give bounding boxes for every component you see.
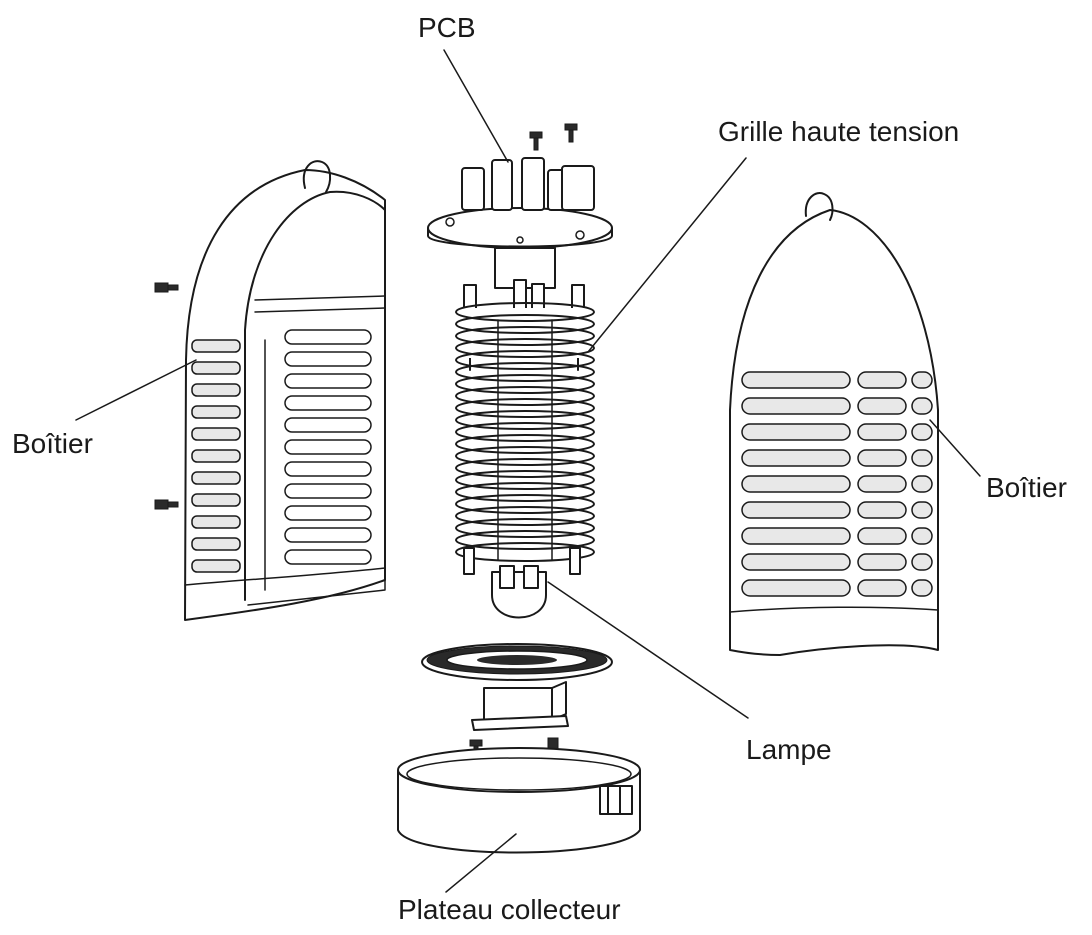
leader-plateau xyxy=(445,833,517,893)
leader-lines xyxy=(75,49,981,893)
lamp xyxy=(491,565,547,619)
label-boitier-left: Boîtier xyxy=(12,428,93,459)
label-grille: Grille haute tension xyxy=(718,116,960,147)
left-housing xyxy=(154,160,386,621)
base-disc xyxy=(421,643,613,757)
leader-grille xyxy=(587,157,747,353)
label-boitier-right: Boîtier xyxy=(986,472,1067,503)
leader-boitier-right xyxy=(929,419,981,477)
label-pcb: PCB xyxy=(418,12,476,43)
leader-boitier-left xyxy=(75,359,197,421)
label-lampe: Lampe xyxy=(746,734,832,765)
pcb-board xyxy=(427,123,613,289)
high-voltage-grid xyxy=(455,279,595,575)
label-plateau: Plateau collecteur xyxy=(398,894,621,925)
leader-pcb xyxy=(443,49,509,163)
collector-tray xyxy=(397,747,641,854)
leader-lampe xyxy=(547,581,749,719)
right-housing xyxy=(729,192,939,656)
